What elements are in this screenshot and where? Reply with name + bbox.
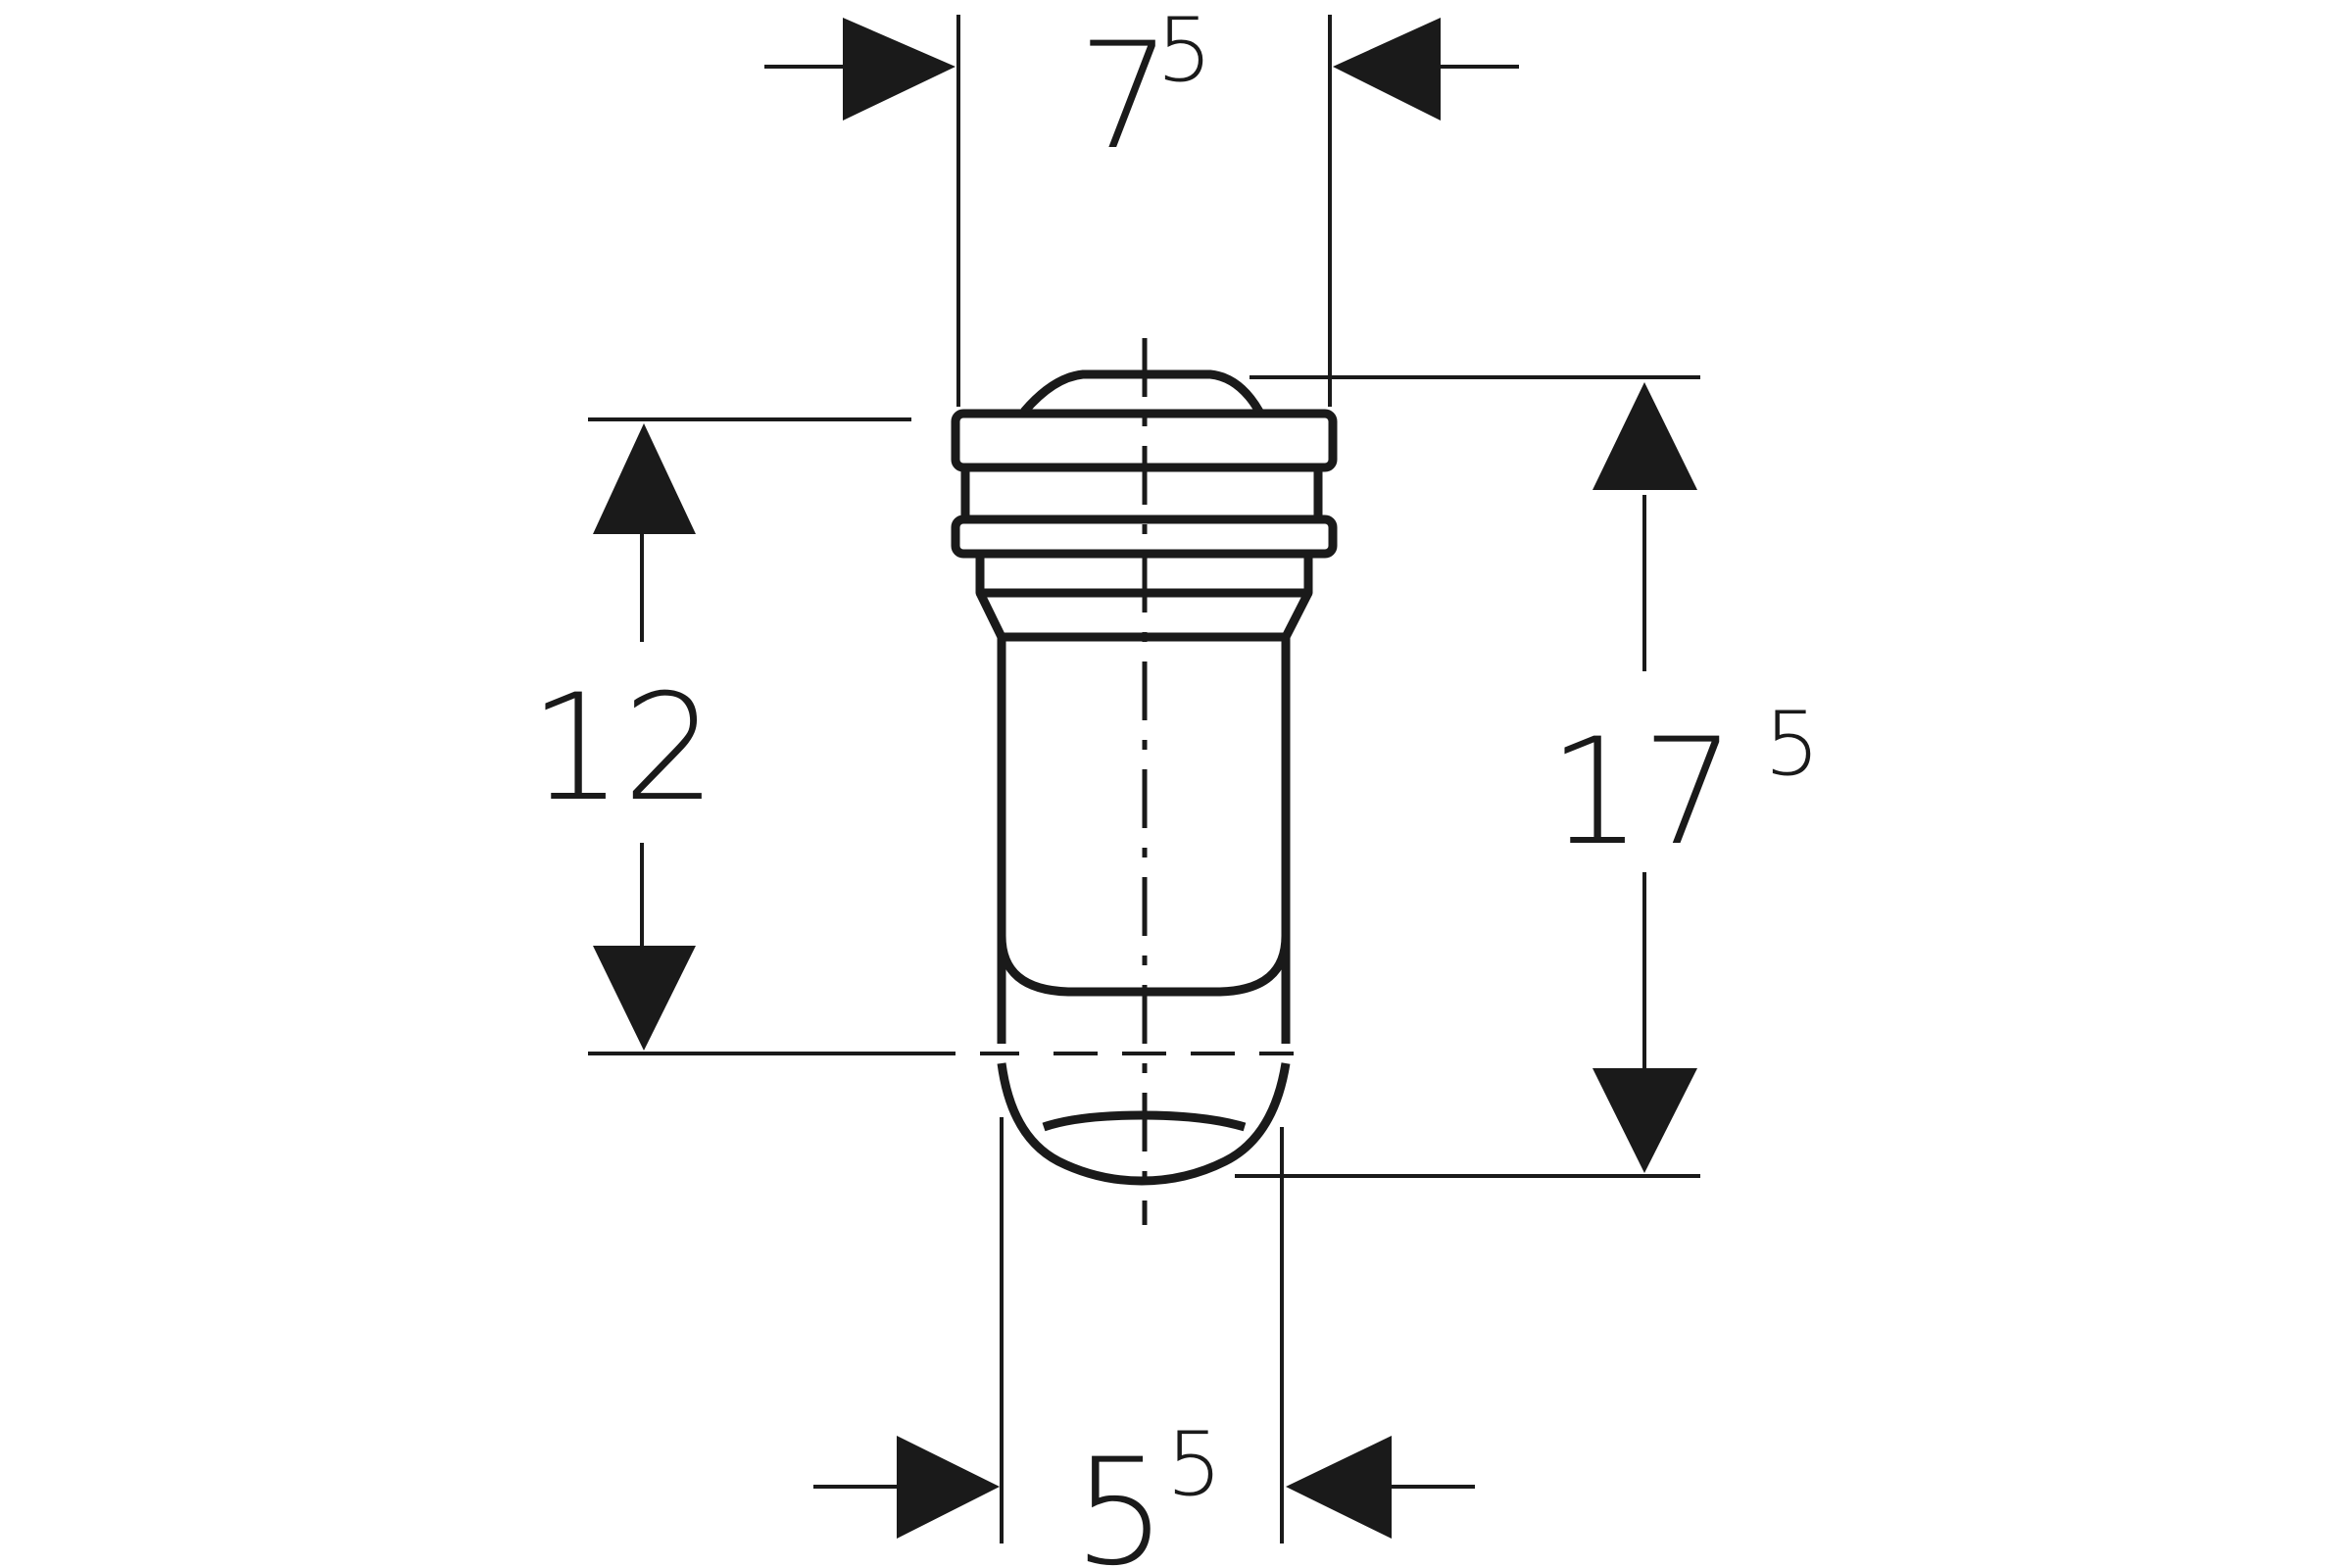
extension-lines	[588, 15, 1700, 1544]
left-height-main: 12	[529, 663, 716, 834]
bottom-spigot-inner	[1042, 1110, 1247, 1132]
top-width-main: 7	[1078, 12, 1171, 182]
arrow-down-icon	[1592, 1068, 1697, 1173]
right-height-sup: 5	[1764, 693, 1820, 796]
arrow-right-icon	[843, 18, 956, 121]
bottom-spigot	[997, 1062, 1291, 1186]
middle-band	[960, 467, 1323, 519]
arrow-left-icon	[1333, 18, 1441, 121]
arrow-up-icon	[593, 423, 696, 534]
dimension-label-top-width: 7 5	[1078, 0, 1212, 182]
bottom-width-sup: 5	[1166, 1413, 1222, 1516]
dimension-lines	[640, 65, 1646, 1489]
top-width-sup: 5	[1156, 0, 1212, 102]
top-cap	[1020, 369, 1263, 415]
arrow-left-icon	[1286, 1436, 1392, 1539]
dimension-label-left-height: 12	[529, 663, 716, 834]
bottom-width-main: 5	[1073, 1428, 1166, 1568]
arrow-down-icon	[593, 946, 696, 1051]
right-height-main: 17	[1548, 708, 1736, 878]
arrow-up-icon	[1592, 382, 1697, 490]
arrow-right-icon	[897, 1436, 1000, 1539]
dimension-label-bottom-width: 5 5	[1073, 1413, 1222, 1568]
dimension-label-right-height: 17 5	[1548, 693, 1820, 878]
